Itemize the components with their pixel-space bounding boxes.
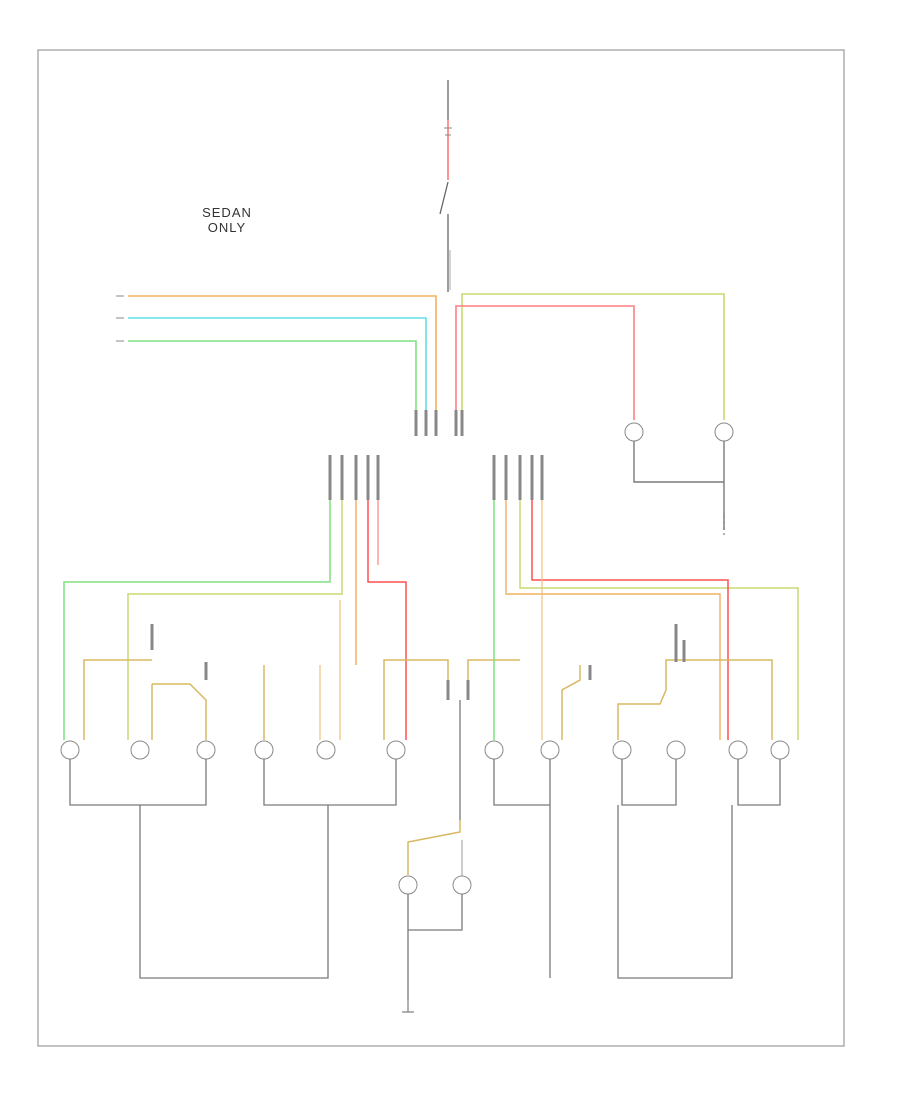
circle-lamp-icon: [452, 875, 472, 895]
circle-lamp-icon: [714, 422, 734, 442]
ground-arrow-icon: [402, 1000, 414, 1013]
center-connector: [414, 410, 464, 436]
circle-lamp-icon: [612, 740, 632, 760]
headlight-switch-icon: [439, 181, 449, 215]
left-input-wires: [116, 295, 437, 436]
sedan-label-line-1: SEDAN: [202, 205, 252, 220]
circle-lamp-icon: [666, 740, 686, 760]
sedan-only-label: SEDAN ONLY: [192, 205, 262, 236]
circle-lamp-icon: [624, 422, 644, 442]
circle-lamp-icon: [386, 740, 406, 760]
circle-lamp-icon: [398, 875, 418, 895]
circle-lamp-icon: [254, 740, 274, 760]
circle-lamp-icon: [316, 740, 336, 760]
circle-lamp-icon: [540, 740, 560, 760]
center-bottom-wires: [398, 659, 520, 1000]
circle-lamp-icon: [484, 740, 504, 760]
connector-pin-icon: [116, 295, 124, 342]
right-cluster-wires: [484, 455, 799, 979]
left-cluster-wires: [60, 455, 449, 979]
circle-lamp-icon: [196, 740, 216, 760]
diagram-frame: [37, 49, 845, 1047]
right-top-wires: [455, 293, 734, 535]
sedan-label-line-2: ONLY: [207, 219, 247, 235]
circle-lamp-icon: [728, 740, 748, 760]
circle-lamp-icon: [130, 740, 150, 760]
circle-lamp-icon: [60, 740, 80, 760]
top-fuse-feed: [439, 80, 452, 292]
circle-lamp-icon: [770, 740, 790, 760]
